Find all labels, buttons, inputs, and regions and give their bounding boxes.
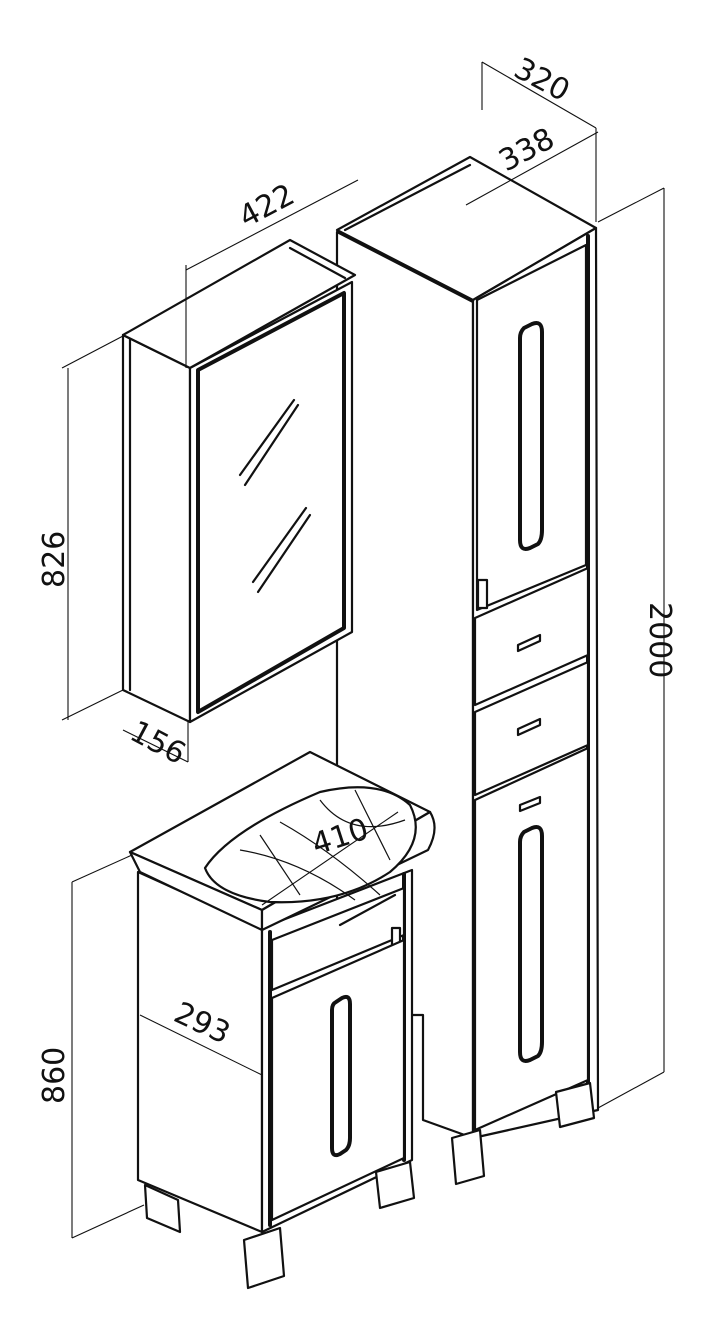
tall-leg-left bbox=[450, 1128, 486, 1186]
vanity-leg-left bbox=[143, 1183, 182, 1234]
dim-156: 156 bbox=[124, 714, 191, 772]
mirror-cabinet-door bbox=[188, 280, 354, 724]
dim-2000: 2000 bbox=[642, 602, 677, 678]
vanity-leg-right bbox=[374, 1160, 416, 1210]
tall-drawer-1 bbox=[473, 566, 590, 707]
dim-826: 826 bbox=[37, 531, 72, 588]
dim-422: 422 bbox=[233, 177, 300, 235]
dimension-lines bbox=[61, 61, 665, 1239]
vanity-side bbox=[136, 870, 264, 1234]
dim-338: 338 bbox=[493, 121, 560, 179]
tall-cabinet-upper-door bbox=[475, 243, 588, 612]
mirror-glare-icon bbox=[243, 403, 300, 487]
mirror-cabinet bbox=[121, 238, 357, 724]
vanity-handle bbox=[330, 994, 352, 1158]
mirror-cabinet-side bbox=[121, 333, 192, 724]
dim-320: 320 bbox=[508, 51, 575, 109]
vanity-rail bbox=[270, 886, 406, 992]
dim-860: 860 bbox=[37, 1047, 72, 1104]
tall-lower-handle bbox=[518, 825, 544, 1063]
tall-cabinet-lower-door bbox=[473, 746, 590, 1132]
vanity-door bbox=[270, 938, 406, 1222]
tall-leg-right bbox=[554, 1081, 596, 1129]
mirror-cabinet-top bbox=[121, 238, 357, 370]
vanity-leg-front bbox=[242, 1226, 286, 1290]
basin-bowl bbox=[203, 786, 417, 904]
tall-upper-handle bbox=[518, 321, 544, 551]
vanity-unit bbox=[128, 750, 436, 1290]
